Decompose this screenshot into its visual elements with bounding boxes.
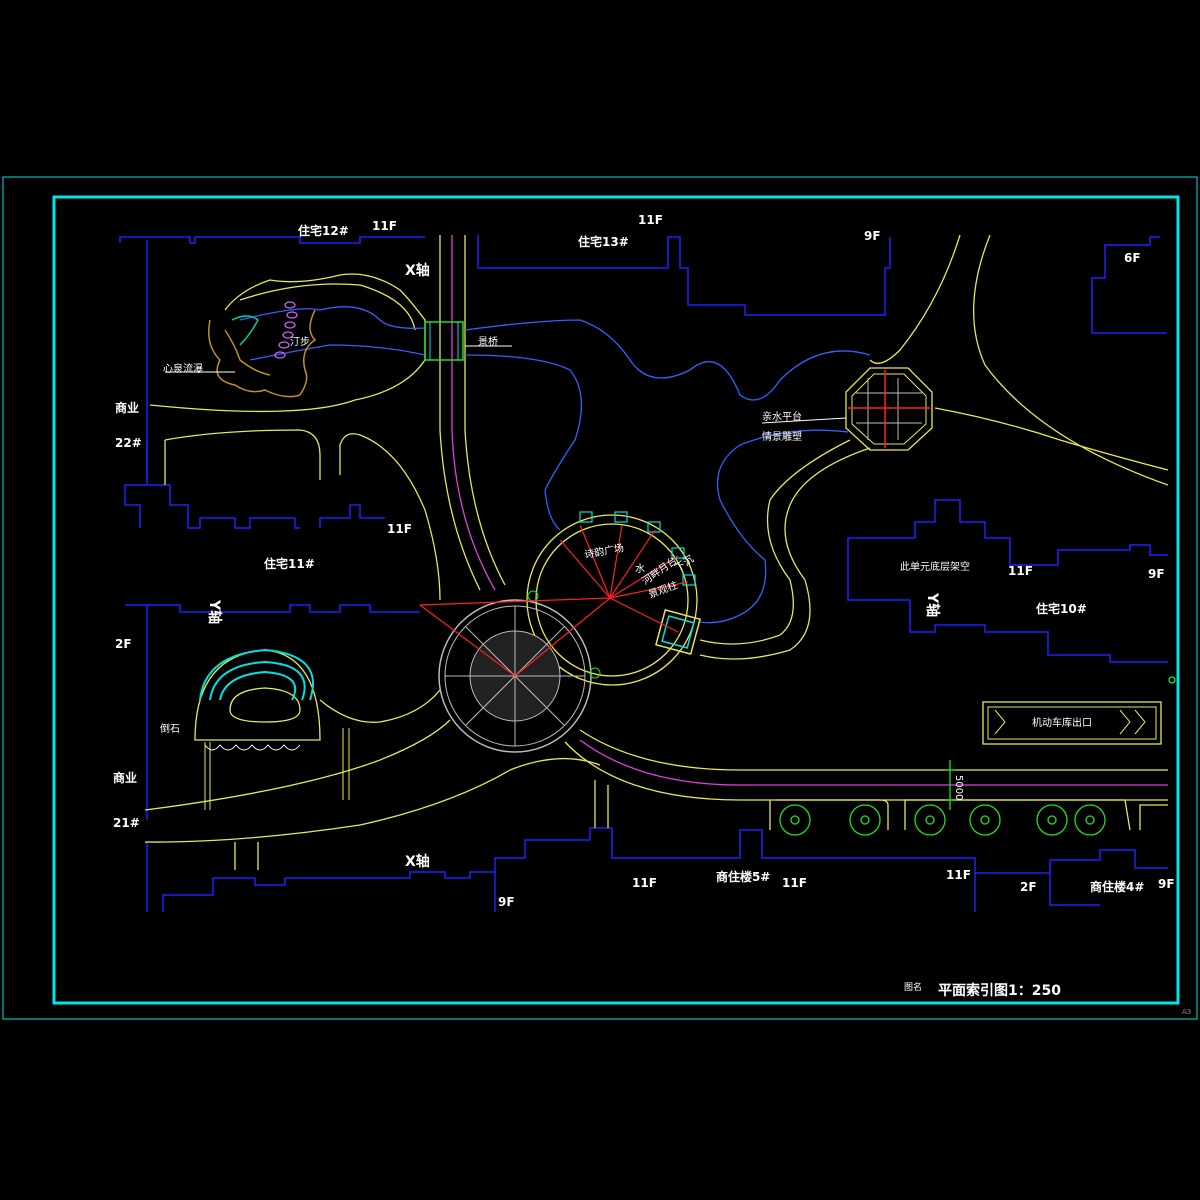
label-res13: 住宅13# [578,234,629,249]
label-x-axis-top: X轴 [405,262,430,279]
label-y-axis-left: Y轴 [206,599,223,624]
title-label: 图名 [904,981,922,993]
index-lines [419,524,689,677]
floor-res10: 11F [1008,564,1033,578]
label-res11: 住宅11# [264,556,315,571]
label-sculpture: 情景雕塑 [762,430,802,443]
label-rock: 倒石 [160,723,180,735]
axis-lines [451,235,1168,786]
floor-res11: 11F [387,522,412,536]
label-dim: 5000 [953,775,964,800]
outer-frame [2,176,1198,1020]
floor-11f: 11F [782,876,807,890]
stepping-stones [274,301,298,359]
water-platform [761,367,933,451]
sheet-number: A3 [1182,1008,1191,1016]
label-res12: 住宅12# [298,223,349,238]
fence-left [204,728,350,810]
labels: 住宅12# 11F 11F 住宅13# 9F 6F X轴 景桥 汀步 心泉流瀑 … [113,213,1191,1016]
water-lines [239,306,871,624]
floor-6: 6F [1124,251,1141,265]
label-x-axis-bottom: X轴 [405,853,430,870]
rock-arch-bottom [204,744,301,751]
drawing-title: 平面索引图1：250 [938,982,1061,999]
rock-arch [199,648,314,701]
green-markers [945,676,1176,810]
tree-icon [969,804,1001,836]
floor-9c: 9F [498,895,515,909]
label-plaza-0: 诗韵广场 [583,541,625,561]
floor-11e: 11F [632,876,657,890]
garage-exit [982,701,1162,745]
label-platform: 亲水平台 [762,410,802,423]
floor-res12: 11F [372,219,397,233]
tree-icon [1036,804,1068,836]
floor-2b: 2F [1020,880,1037,894]
tree-icon [1074,804,1106,836]
label-commercial-bottom: 商业 [113,770,137,785]
label-sr4: 商住楼4# [1090,879,1144,894]
waterfall-green [231,315,259,346]
inner-frame [52,195,1180,1005]
floor-2a: 2F [115,637,132,651]
pavilion-square [655,609,701,655]
label-stepping: 汀步 [290,336,310,348]
label-sr5: 商住楼5# [716,869,770,884]
label-note-r10: 此单元底层架空 [900,560,970,573]
floor-9b: 9F [1148,567,1165,581]
road-edges [144,234,1169,870]
floor-9d: 9F [1158,877,1175,891]
floor-11g: 11F [946,868,971,882]
floor-9a: 9F [864,229,881,243]
tree-icon [849,804,881,836]
trees [779,804,1106,836]
building-outlines [119,235,1168,912]
label-plaza-1: 水 [635,563,645,575]
floor-res13: 11F [638,213,663,227]
tree-icon [914,804,946,836]
waterfall-rocks [208,309,317,398]
label-bridge: 景桥 [478,336,498,348]
label-garage: 机动车库出口 [1032,716,1092,729]
label-res10: 住宅10# [1036,601,1087,616]
circular-plaza [438,590,601,753]
label-com21: 21# [113,816,140,830]
label-y-axis-right: Y轴 [924,592,941,617]
label-commercial-top: 商业 [115,400,139,415]
tree-icon [779,804,811,836]
label-com22: 22# [115,436,142,450]
landscape-bridge [424,321,512,361]
label-waterfall: 心泉流瀑 [163,362,203,375]
